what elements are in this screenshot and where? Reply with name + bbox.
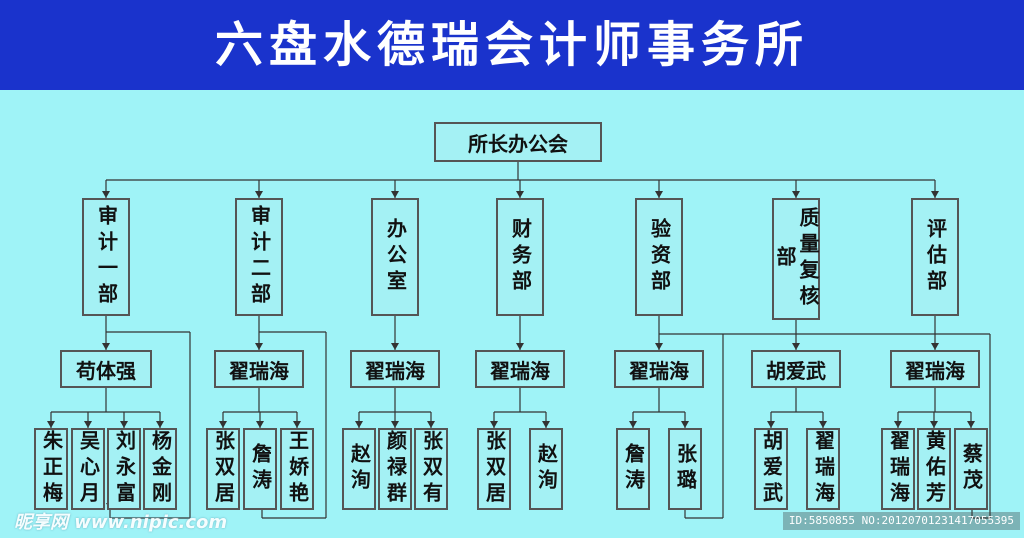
department-node: 验资部 [635,198,683,316]
staff-node: 翟瑞海 [881,428,915,510]
manager-node: 翟瑞海 [614,350,704,388]
manager-node: 翟瑞海 [350,350,440,388]
title-banner [0,0,1024,90]
arrowhead [391,191,399,198]
arrowhead [293,421,301,428]
staff-node: 颜禄群 [378,428,412,510]
manager-node: 翟瑞海 [214,350,304,388]
page-title: 六盘水德瑞会计师事务所 [214,17,809,73]
arrowhead [219,421,227,428]
staff-node: 张双居 [477,428,511,510]
arrowhead [391,421,399,428]
arrowhead [931,343,939,350]
manager-node: 翟瑞海 [475,350,565,388]
staff-node: 朱正梅 [34,428,68,510]
arrowhead [931,191,939,198]
staff-node: 杨金刚 [143,428,177,510]
arrowhead [391,343,399,350]
arrowhead [256,421,264,428]
arrowhead [655,343,663,350]
staff-node: 詹涛 [243,428,277,510]
arrowhead [792,191,800,198]
arrowhead [102,343,110,350]
staff-node: 赵洵 [529,428,563,510]
staff-node: 张双居 [206,428,240,510]
arrowhead [102,191,110,198]
department-node: 办公室 [371,198,419,316]
manager-node: 翟瑞海 [890,350,980,388]
arrowhead [490,421,498,428]
staff-node: 蔡茂 [954,428,988,510]
staff-node: 吴心月 [71,428,105,510]
department-node: 审计一部 [82,198,130,316]
arrowhead [156,421,164,428]
arrowhead [792,343,800,350]
staff-node: 胡爱武 [754,428,788,510]
arrowhead [819,421,827,428]
arrowhead [47,421,55,428]
arrowhead [516,343,524,350]
arrowhead [516,191,524,198]
department-node: 质量复核部 [772,198,820,320]
arrowhead [894,421,902,428]
watermark-logo: 昵享网 www.nipic.com [14,512,228,533]
arrowhead [427,421,435,428]
staff-node: 张双有 [414,428,448,510]
staff-node: 黄佑芳 [917,428,951,510]
arrowhead [767,421,775,428]
staff-node: 王娇艳 [280,428,314,510]
arrowhead [120,421,128,428]
arrowhead [355,421,363,428]
staff-node: 翟瑞海 [806,428,840,510]
arrowhead [681,421,689,428]
arrowhead [930,421,938,428]
staff-node: 赵洵 [342,428,376,510]
watermark-id: ID:5850855 NO:20120701231417055395 [782,512,1020,530]
department-node: 审计二部 [235,198,283,316]
department-node: 评估部 [911,198,959,316]
arrowhead [655,191,663,198]
manager-node: 胡爱武 [751,350,841,388]
staff-node: 张璐 [668,428,702,510]
arrowhead [84,421,92,428]
arrowhead [967,421,975,428]
root-node: 所长办公会 [434,122,602,162]
arrowhead [255,191,263,198]
arrowhead [542,421,550,428]
staff-node: 刘永富 [107,428,141,510]
manager-node: 苟体强 [60,350,152,388]
arrowhead [629,421,637,428]
staff-node: 詹涛 [616,428,650,510]
department-node: 财务部 [496,198,544,316]
arrowhead [255,343,263,350]
